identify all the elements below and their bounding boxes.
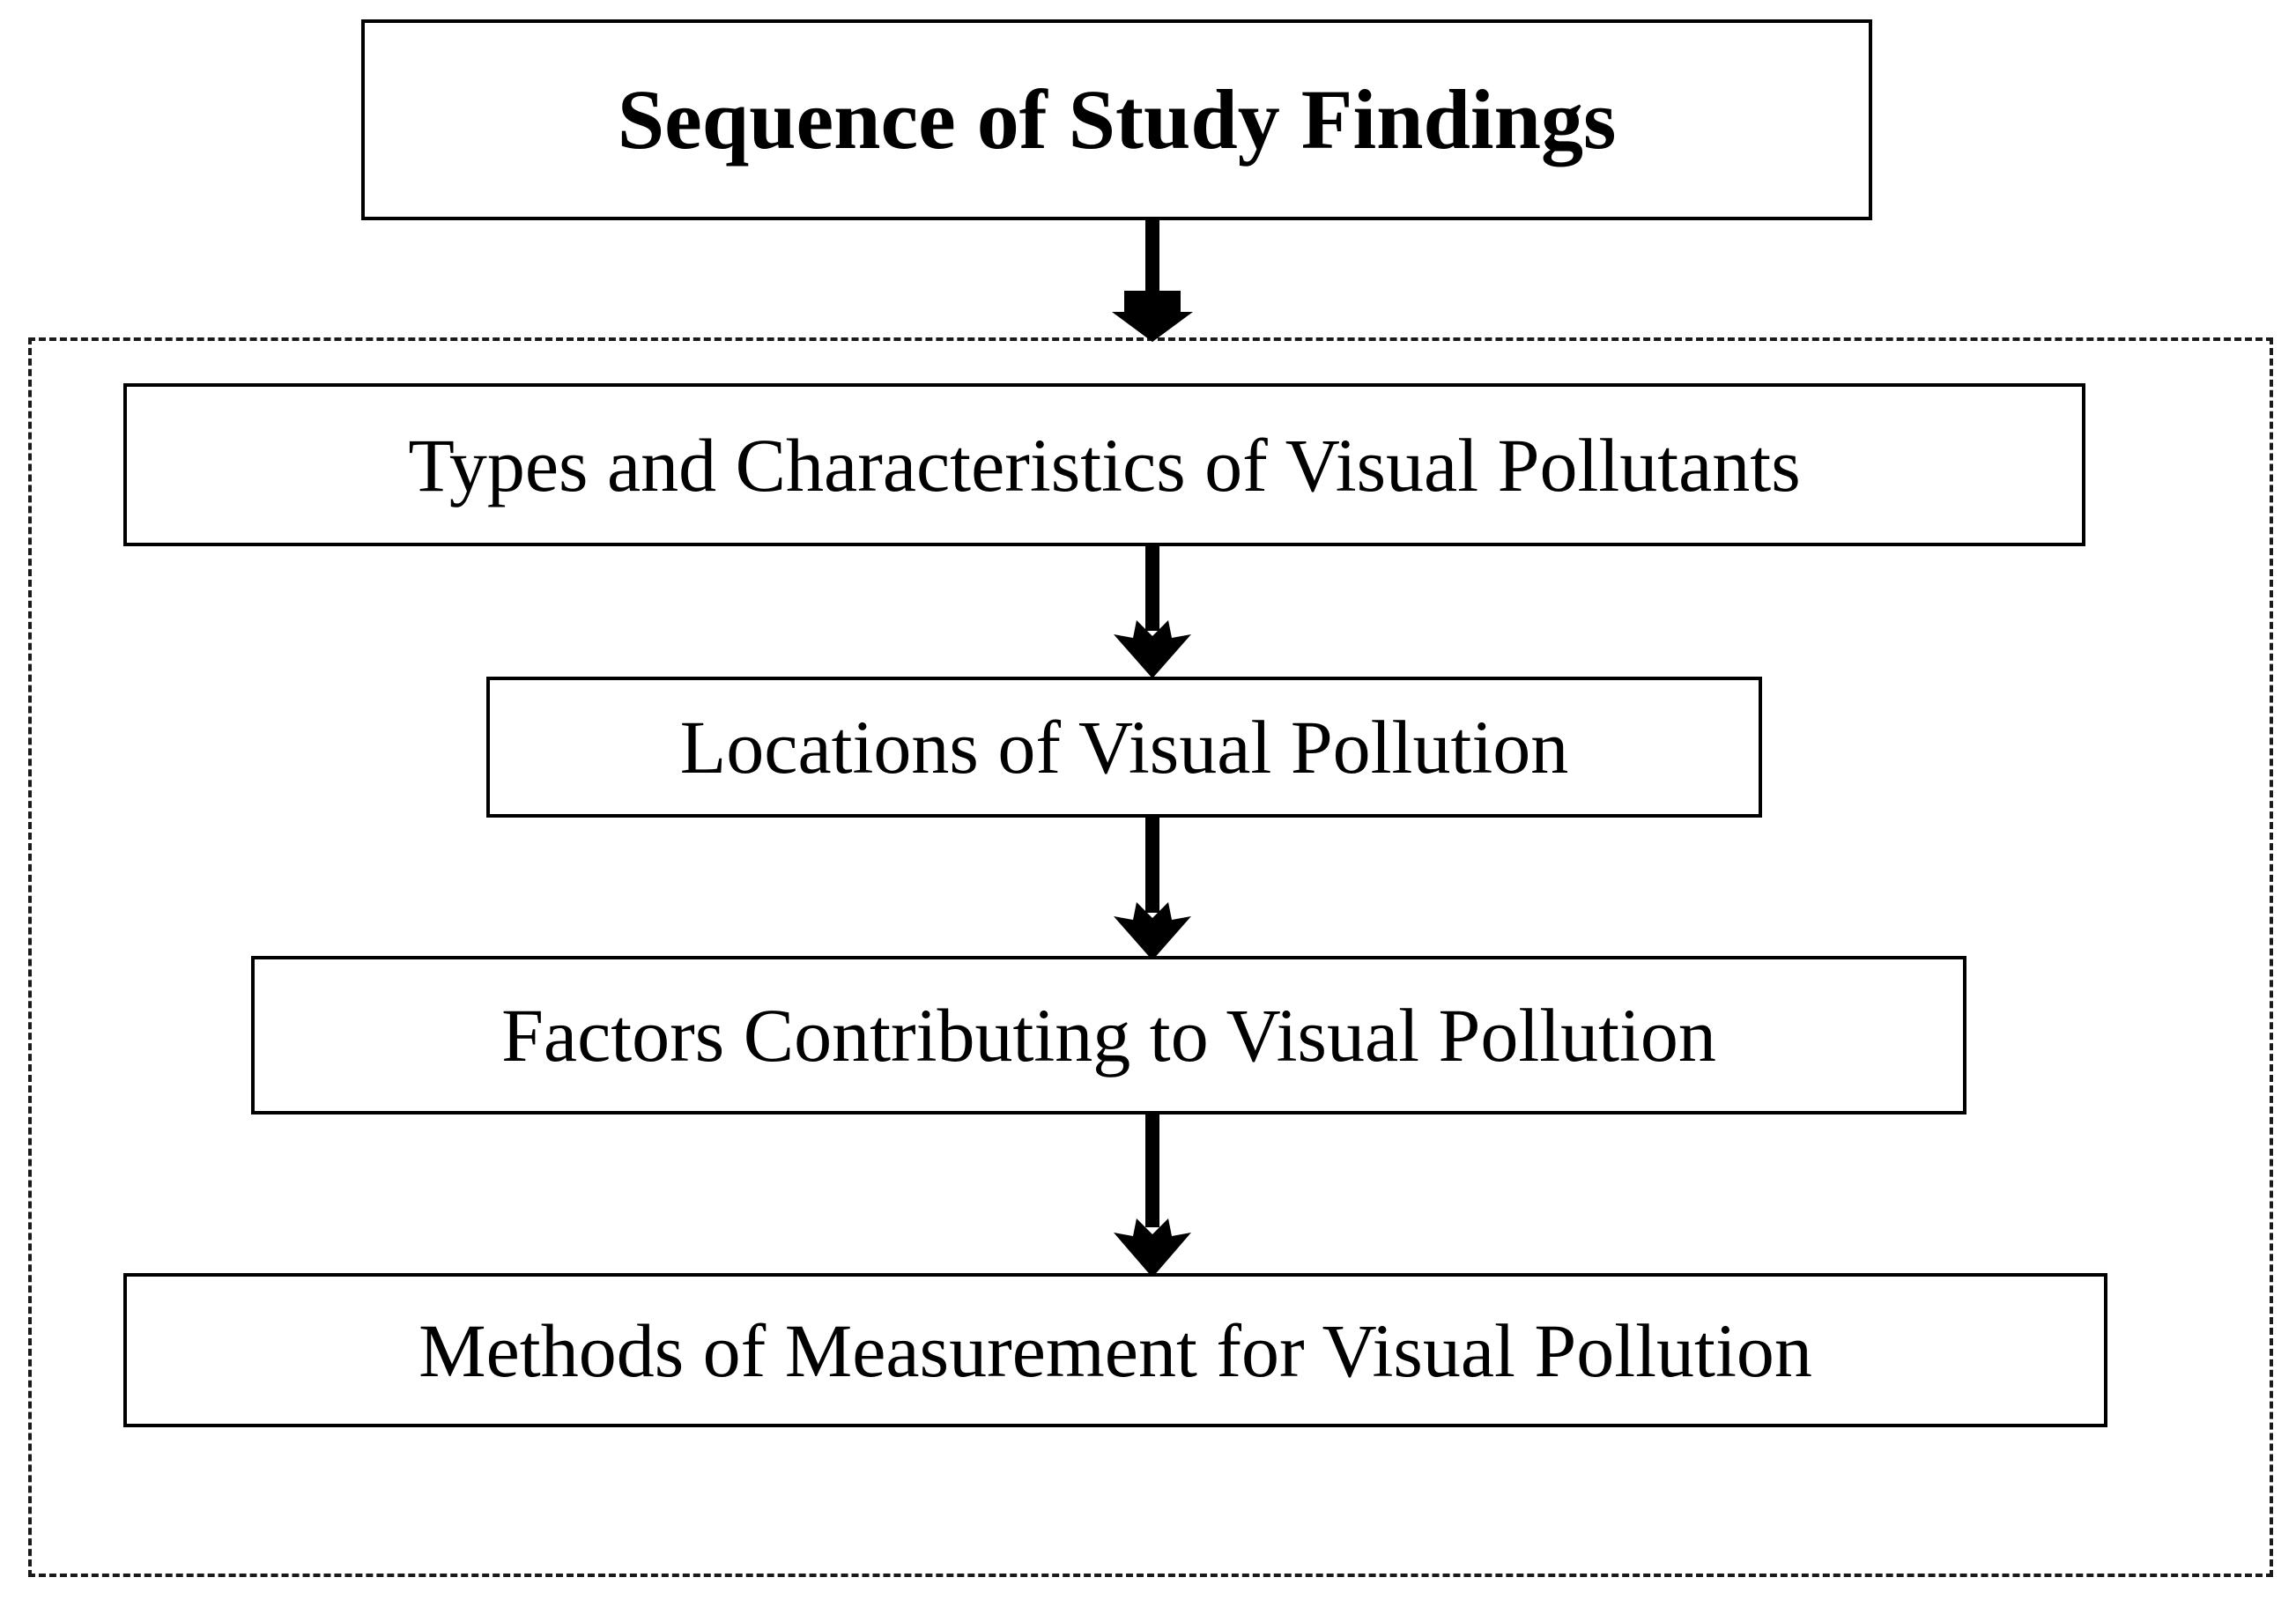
step-label-2: Locations of Visual Pollution bbox=[679, 705, 1569, 789]
step-box-factors-contributing[interactable]: Factors Contributing to Visual Pollution bbox=[251, 956, 1966, 1115]
step-box-locations[interactable]: Locations of Visual Pollution bbox=[486, 677, 1762, 818]
connector-step-1-to-step-2 bbox=[1108, 546, 1196, 678]
connector-step-2-to-step-3 bbox=[1108, 818, 1196, 960]
connector-step-3-to-step-4 bbox=[1108, 1115, 1196, 1277]
arrow-down-barbed-icon bbox=[1114, 1115, 1191, 1277]
arrow-down-barbed-icon bbox=[1114, 546, 1191, 678]
step-box-types-and-characteristics[interactable]: Types and Characteristics of Visual Poll… bbox=[123, 383, 2085, 546]
arrow-down-barbed-icon bbox=[1114, 818, 1191, 960]
diagram-title-box: Sequence of Study Findings bbox=[361, 19, 1872, 220]
step-label-3: Factors Contributing to Visual Pollution bbox=[501, 993, 1716, 1078]
diagram-title-text: Sequence of Study Findings bbox=[617, 71, 1617, 167]
step-box-methods-of-measurement[interactable]: Methods of Measurement for Visual Pollut… bbox=[123, 1273, 2107, 1427]
connector-title-to-step-1 bbox=[1108, 220, 1196, 344]
arrow-down-solid-icon bbox=[1112, 220, 1193, 342]
step-label-1: Types and Characteristics of Visual Poll… bbox=[408, 422, 1801, 507]
step-label-4: Methods of Measurement for Visual Pollut… bbox=[418, 1307, 1812, 1393]
